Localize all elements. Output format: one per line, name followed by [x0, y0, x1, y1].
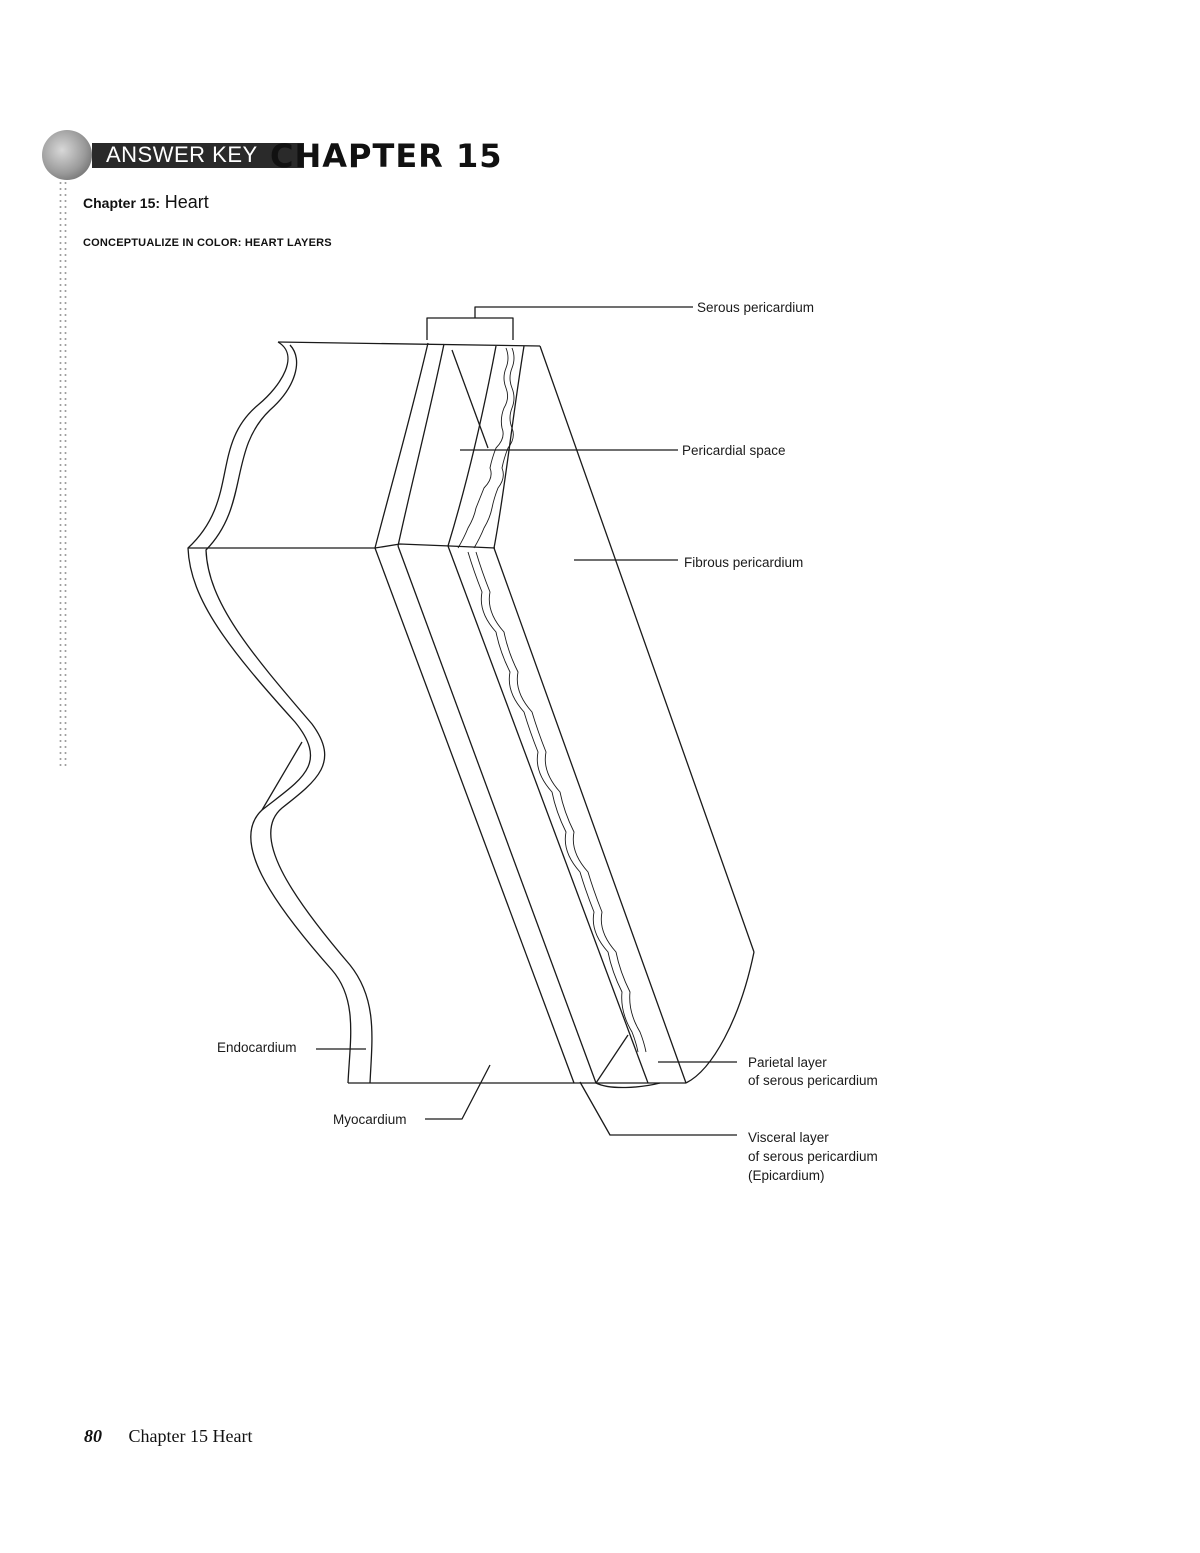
- chapter-subheading: Chapter 15: Heart: [83, 192, 209, 213]
- label-visceral-line3: (Epicardium): [748, 1168, 825, 1183]
- visceral-leader: [579, 1081, 737, 1136]
- label-endocardium: Endocardium: [217, 1040, 297, 1055]
- endocardium-tick: [261, 741, 303, 811]
- page-footer: 80 Chapter 15 Heart: [84, 1426, 252, 1447]
- label-parietal-line2: of serous pericardium: [748, 1073, 878, 1088]
- bottom-lip: [595, 1082, 661, 1089]
- layer-line-d-lower: [493, 547, 687, 1084]
- label-serous-pericardium: Serous pericardium: [697, 300, 814, 315]
- top-edge: [277, 341, 541, 347]
- badge-emblem-icon: [42, 130, 92, 180]
- answer-key-label: ANSWER KEY: [106, 142, 258, 167]
- layer-line-a-lower: [374, 547, 575, 1084]
- layer-line-b-upper: [397, 343, 445, 547]
- fold-line: [188, 543, 496, 549]
- margin-dot-rule: [58, 180, 68, 770]
- serous-wavy-upper-1: [473, 347, 515, 549]
- page-number: 80: [84, 1426, 102, 1446]
- subheading-topic: Heart: [164, 192, 209, 212]
- serous-leader: [474, 306, 693, 318]
- serous-wavy-lower-1: [467, 551, 639, 1053]
- diagram-labels: Serous pericardium Pericardial space Fib…: [217, 300, 878, 1183]
- label-fibrous-pericardium: Fibrous pericardium: [684, 555, 803, 570]
- serous-wavy-lower-2: [475, 551, 647, 1053]
- serous-wavy-upper-2: [457, 347, 509, 549]
- myocardium-leader: [425, 1064, 491, 1120]
- label-pericardial-space: Pericardial space: [682, 443, 786, 458]
- subheading-prefix: Chapter 15:: [83, 195, 161, 211]
- fibrous-outer-edge: [539, 345, 755, 953]
- label-myocardium: Myocardium: [333, 1112, 407, 1127]
- chapter-header: ANSWER KEY CHAPTER 15: [42, 128, 562, 184]
- layer-line-b-lower: [397, 545, 597, 1084]
- layer-line-c-upper: [447, 345, 497, 547]
- label-visceral-line2: of serous pericardium: [748, 1149, 878, 1164]
- endocardium-inner-edge: [205, 344, 373, 1084]
- fibrous-bottom-curve: [685, 951, 755, 1084]
- layer-line-a-upper: [374, 342, 429, 549]
- epicardium-tick: [595, 1034, 629, 1084]
- endocardium-outer-edge: [187, 341, 352, 1084]
- heart-wall-drawing: [187, 306, 755, 1136]
- section-title: CONCEPTUALIZE IN COLOR: HEART LAYERS: [83, 237, 332, 249]
- chapter-title: CHAPTER 15: [270, 137, 503, 175]
- label-visceral-line1: Visceral layer: [748, 1130, 829, 1145]
- serous-bracket: [426, 317, 514, 340]
- layer-line-d-upper: [493, 345, 525, 549]
- layer-line-c-lower: [447, 545, 649, 1084]
- label-parietal-line1: Parietal layer: [748, 1055, 827, 1070]
- space-diagonal: [451, 349, 489, 449]
- running-title: Chapter 15 Heart: [128, 1426, 253, 1446]
- answer-key-badge: [92, 143, 304, 168]
